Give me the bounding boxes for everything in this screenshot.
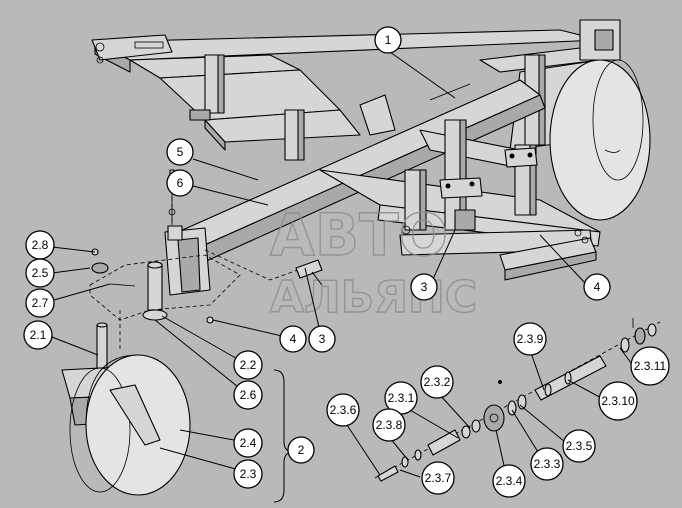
callout-2-1[interactable]: 2.1 [23, 320, 53, 350]
callout-2-4[interactable]: 2.4 [233, 428, 263, 458]
callout-2-8[interactable]: 2.8 [25, 230, 55, 260]
group-2-bracket [273, 369, 295, 503]
callout-4-top[interactable]: 4 [583, 273, 611, 301]
caster-wheel [61, 322, 191, 496]
callout-2-5[interactable]: 2.5 [25, 258, 55, 288]
callout-2-3[interactable]: 2.3 [233, 459, 263, 489]
callout-2-6[interactable]: 2.6 [233, 380, 263, 410]
callout-2-3-11[interactable]: 2.3.11 [630, 346, 670, 386]
callout-2-3-8[interactable]: 2.3.8 [372, 408, 406, 442]
watermark-line-1: АВТО [270, 201, 448, 269]
svg-text:3: 3 [319, 332, 326, 346]
svg-text:2.3.11: 2.3.11 [634, 359, 667, 373]
svg-text:6: 6 [177, 176, 184, 190]
svg-text:2.3.2: 2.3.2 [424, 375, 451, 389]
callout-2-2[interactable]: 2.2 [233, 350, 263, 380]
svg-text:5: 5 [177, 145, 184, 159]
callout-6[interactable]: 6 [166, 169, 194, 197]
svg-text:2.3.1: 2.3.1 [388, 391, 415, 405]
axle-assembly [374, 318, 661, 482]
svg-text:2.3: 2.3 [240, 467, 257, 481]
watermark-line-2: АЛЬЯНС [270, 272, 477, 323]
callouts: 1 5 6 2.8 2.5 2.7 2.1 3 4 4 3 2.2 2.6 2.… [23, 26, 670, 498]
callout-4-mid[interactable]: 4 [279, 325, 307, 353]
right-wheel [549, 59, 651, 221]
callout-2[interactable]: 2 [287, 436, 315, 464]
callout-2-3-1[interactable]: 2.3.1 [384, 381, 418, 415]
callout-2-3-5[interactable]: 2.3.5 [562, 429, 596, 463]
watermark: АВТО АЛЬЯНС [269, 200, 478, 323]
svg-text:1: 1 [385, 33, 392, 47]
svg-text:4: 4 [290, 332, 297, 346]
svg-text:2.3.10: 2.3.10 [601, 394, 635, 408]
svg-text:2.3.7: 2.3.7 [425, 471, 452, 485]
svg-text:2.3.6: 2.3.6 [330, 403, 357, 417]
callout-2-3-4[interactable]: 2.3.4 [492, 464, 526, 498]
svg-text:2.8: 2.8 [32, 238, 49, 252]
svg-text:2.3.9: 2.3.9 [517, 332, 544, 346]
svg-text:3: 3 [421, 280, 428, 294]
callout-3-mid[interactable]: 3 [308, 325, 336, 353]
callout-5[interactable]: 5 [166, 138, 194, 166]
svg-text:2.3.8: 2.3.8 [376, 418, 403, 432]
callout-2-7[interactable]: 2.7 [25, 288, 55, 318]
callout-2-3-2[interactable]: 2.3.2 [420, 365, 454, 399]
callout-1[interactable]: 1 [374, 26, 402, 54]
svg-text:2.5: 2.5 [32, 266, 49, 280]
svg-text:4: 4 [594, 280, 601, 294]
callout-2-3-9[interactable]: 2.3.9 [513, 322, 547, 356]
callout-2-3-10[interactable]: 2.3.10 [598, 381, 638, 421]
main-frame [91, 19, 621, 161]
svg-text:2.3.3: 2.3.3 [534, 457, 561, 471]
svg-text:2.2: 2.2 [240, 358, 257, 372]
svg-text:2.6: 2.6 [240, 388, 257, 402]
callout-3-top[interactable]: 3 [410, 273, 438, 301]
lower-frame [319, 119, 601, 281]
svg-text:2: 2 [298, 443, 305, 457]
svg-text:2.7: 2.7 [32, 296, 49, 310]
callout-2-3-6[interactable]: 2.3.6 [326, 393, 360, 427]
callout-2-3-3[interactable]: 2.3.3 [530, 447, 564, 481]
callout-2-3-7[interactable]: 2.3.7 [421, 461, 455, 495]
svg-text:2.3.4: 2.3.4 [496, 474, 523, 488]
svg-text:2.4: 2.4 [240, 436, 257, 450]
svg-text:2.1: 2.1 [30, 328, 47, 342]
svg-text:2.3.5: 2.3.5 [566, 439, 593, 453]
